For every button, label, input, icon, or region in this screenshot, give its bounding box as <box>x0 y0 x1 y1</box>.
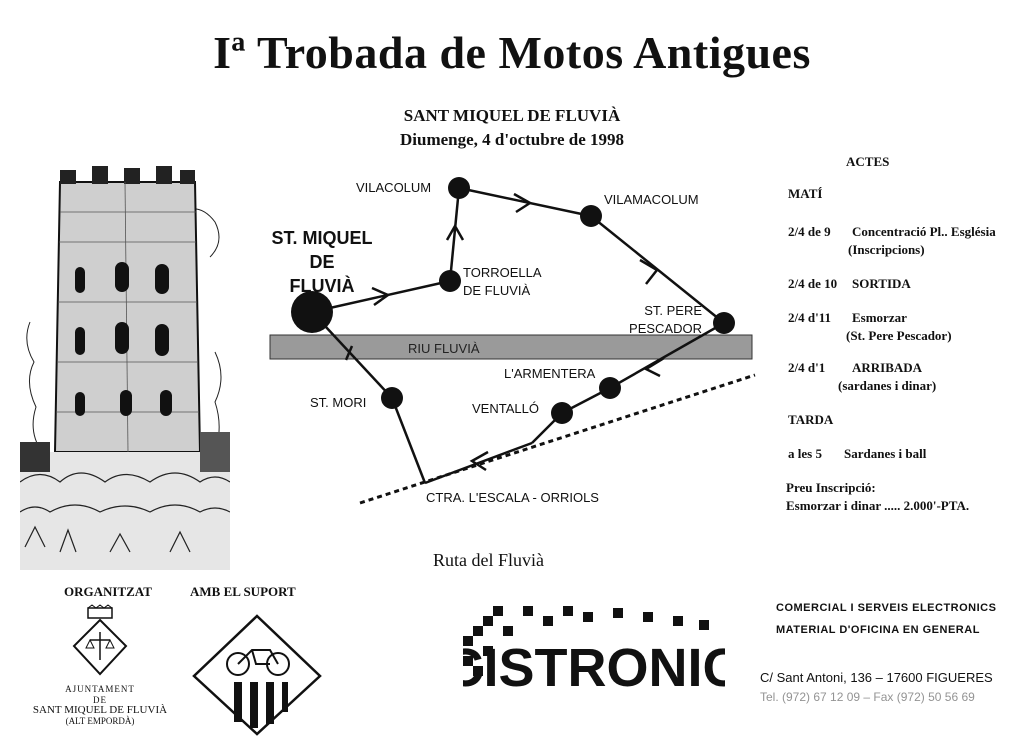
route-nodes <box>291 177 735 424</box>
tower-illustration <box>20 152 230 570</box>
program-item-note: (Inscripcions) <box>848 242 925 257</box>
event-location: SANT MIQUEL DE FLUVIÀ <box>403 106 621 125</box>
program-heading: ACTES <box>846 154 890 169</box>
start-line2: DE <box>309 252 335 272</box>
program-afternoon-time: a les 5 <box>788 446 822 461</box>
program-item-time: 2/4 de 10 <box>788 276 838 291</box>
price-label: Preu Inscripció: <box>786 480 876 495</box>
map-label-ventallo: VENTALLÓ <box>472 401 539 416</box>
map-label-river: RIU FLUVIÀ <box>408 341 480 356</box>
map-label-vilamacolum: VILAMACOLUM <box>604 192 699 207</box>
ajuntament-label: AJUNTAMENT <box>65 684 135 694</box>
torroella-line2: DE FLUVIÀ <box>463 283 531 298</box>
ajuntament-town: SANT MIQUEL DE FLUVIÀ <box>32 704 168 716</box>
start-line3: FLUVIÀ <box>289 276 355 296</box>
poster-title: Iª Trobada de Motos Antigues <box>213 27 811 78</box>
map-label-stmori: ST. MORI <box>310 395 367 410</box>
map-label-torroella: TORROELLA DE FLUVIÀ <box>463 264 542 300</box>
program-item-time: 2/4 de 9 <box>788 224 831 239</box>
program-item-event: ARRIBADA <box>852 360 923 375</box>
program-item-time: 2/4 d'11 <box>788 310 831 325</box>
ajuntament-region: (ALT EMPORDÀ) <box>65 716 135 726</box>
event-date: Diumenge, 4 d'octubre de 1998 <box>400 130 624 149</box>
program-item-event: Esmorzar <box>852 310 907 325</box>
map-label-vilacolum: VILACOLUM <box>356 180 432 195</box>
stpere-line2: PESCADOR <box>629 321 702 336</box>
moto-club-logo <box>192 614 322 736</box>
support-label: AMB EL SUPORT <box>190 584 296 599</box>
ajuntament-de: DE <box>93 695 107 705</box>
map-label-stpere: ST. PERE PESCADOR <box>622 302 702 338</box>
road-line <box>359 373 756 505</box>
torroella-line1: TORROELLA <box>463 265 542 280</box>
route-map <box>269 177 756 505</box>
program-afternoon: TARDA <box>788 412 834 427</box>
start-line1: ST. MIQUEL <box>271 228 373 248</box>
program-section: ACTES MATÍ 2/4 de 9 Concentració Pl.. Es… <box>780 150 1024 530</box>
municipal-coat-of-arms-icon <box>72 604 128 676</box>
sponsor-logo: CISTRONIC <box>463 606 725 690</box>
map-label-start: ST. MIQUEL DE FLUVIÀ <box>262 226 382 298</box>
sponsor-line2: MATERIAL D'OFICINA EN GENERAL <box>776 624 980 636</box>
sponsor-address: C/ Sant Antoni, 136 – 17600 FIGUERES <box>760 670 993 685</box>
program-item-time: 2/4 d'1 <box>788 360 826 375</box>
map-label-armentera: L'ARMENTERA <box>504 366 596 381</box>
program-morning: MATÍ <box>788 186 823 201</box>
program-item-event: Concentració Pl.. Església <box>852 224 996 239</box>
route-arrows <box>344 192 665 472</box>
map-label-road: CTRA. L'ESCALA - ORRIOLS <box>426 490 599 505</box>
sponsor-logo-text: CISTRONIC <box>463 638 725 690</box>
organized-label: ORGANITZAT <box>64 584 152 599</box>
sponsor-line1: COMERCIAL I SERVEIS ELECTRONICS <box>776 602 997 614</box>
program-item-note: (St. Pere Pescador) <box>846 328 952 343</box>
sponsor-phone: Tel. (972) 67 12 09 – Fax (972) 50 56 69 <box>760 690 975 704</box>
program-item-event: SORTIDA <box>852 276 911 291</box>
program-afternoon-event: Sardanes i ball <box>844 446 927 461</box>
map-caption: Ruta del Fluvià <box>433 550 544 570</box>
price-line: Esmorzar i dinar ..... 2.000'-PTA. <box>786 498 970 513</box>
program-item-note: (sardanes i dinar) <box>838 378 937 393</box>
stpere-line1: ST. PERE <box>644 303 702 318</box>
